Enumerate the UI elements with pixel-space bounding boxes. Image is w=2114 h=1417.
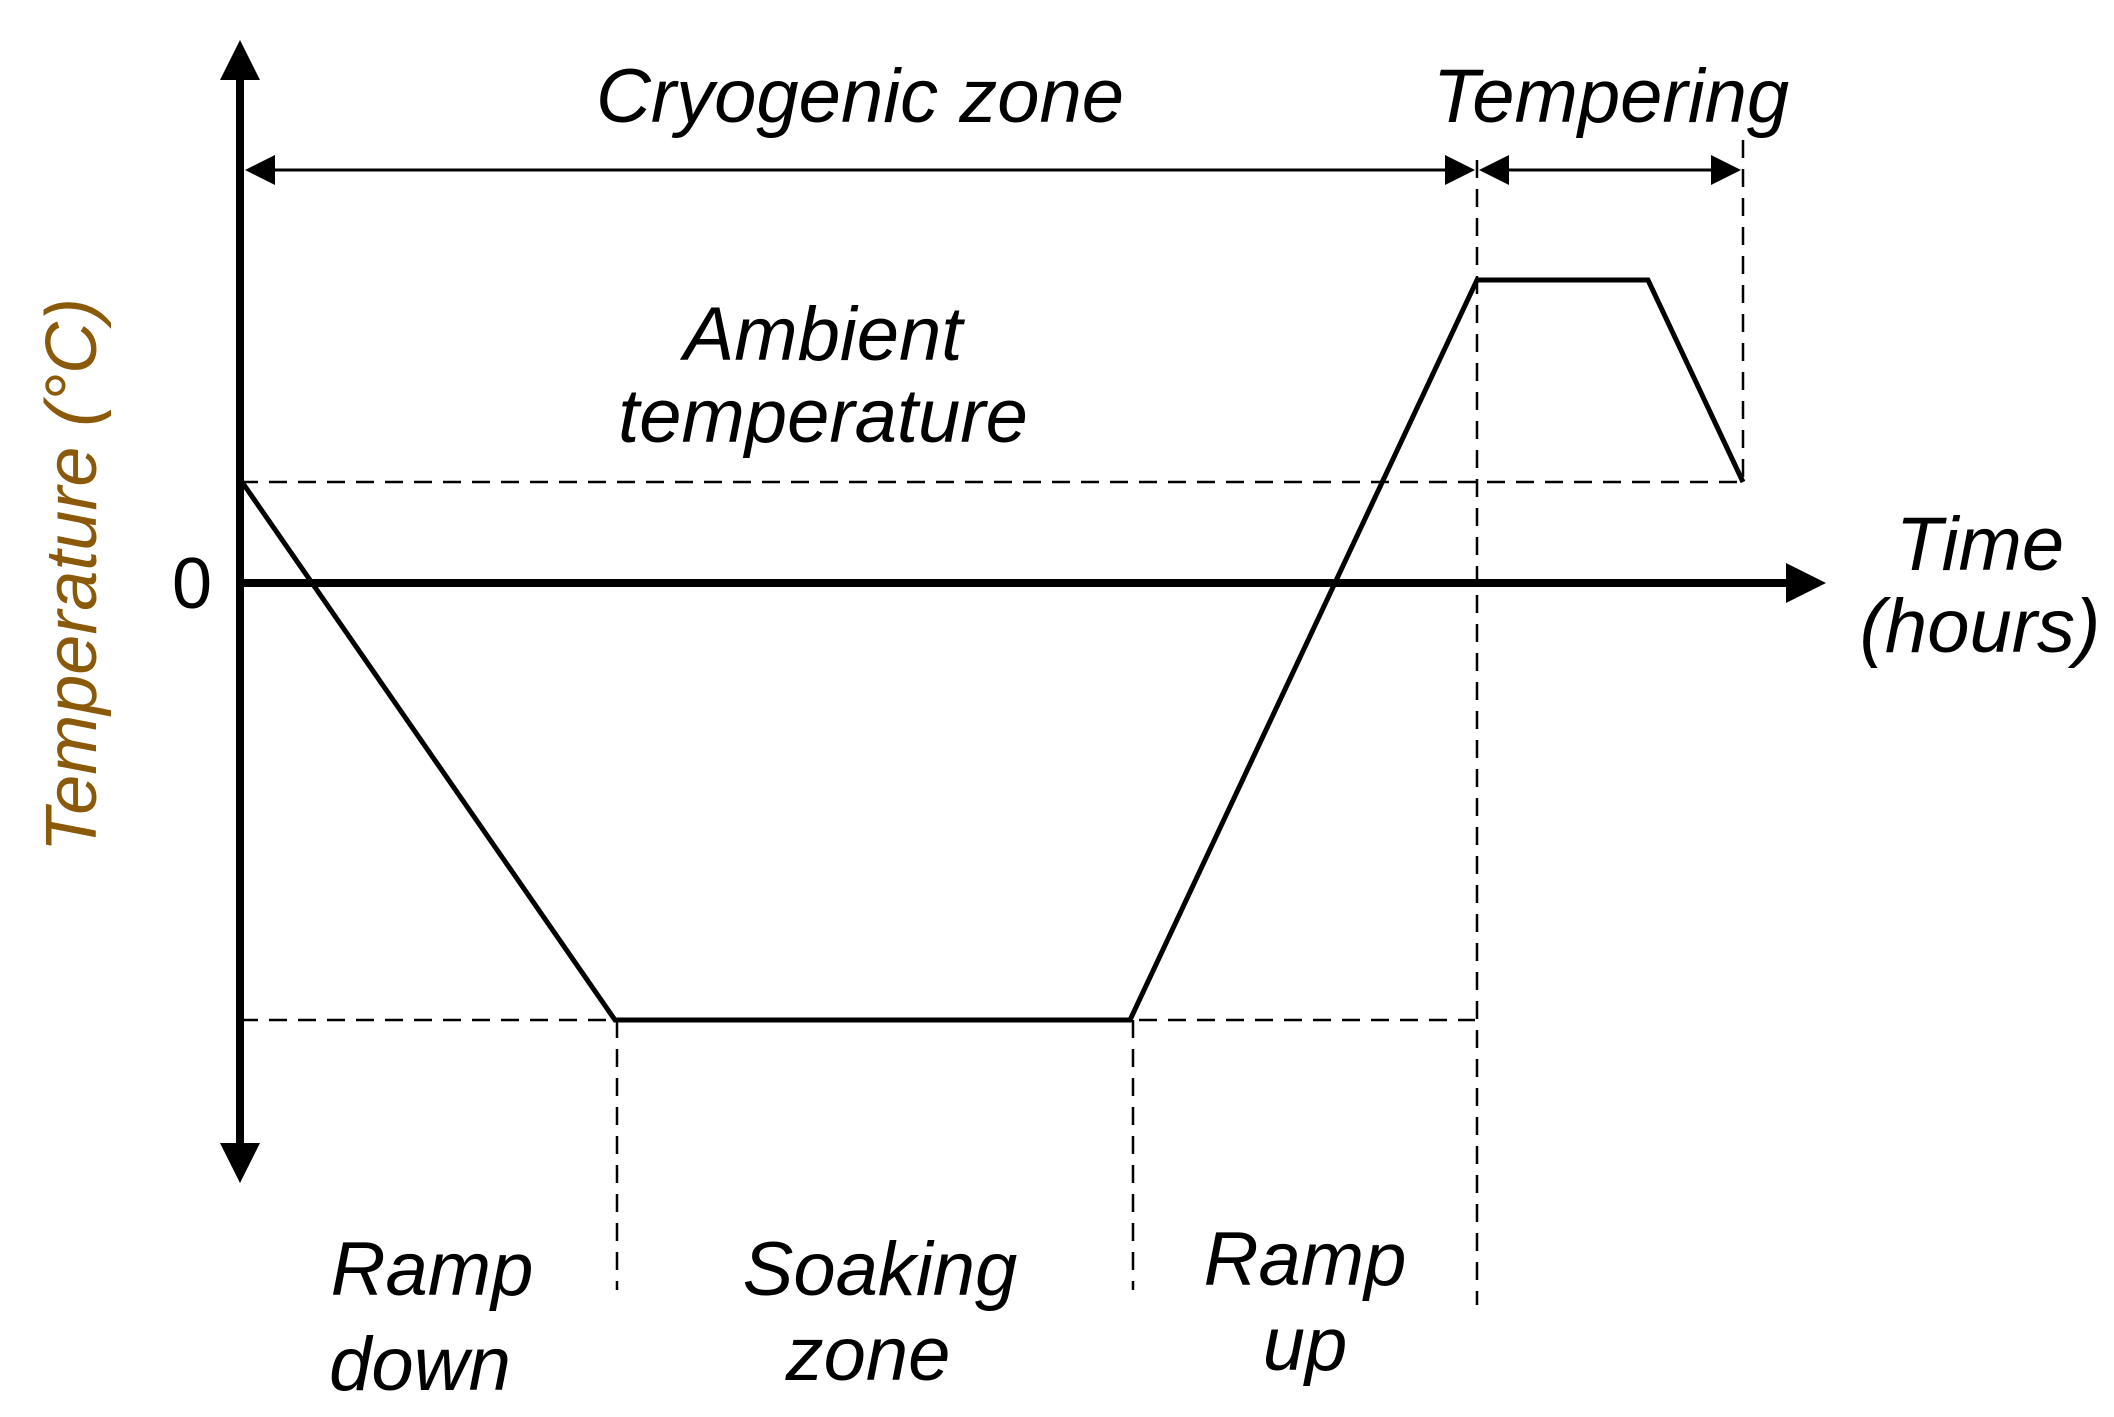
ramp-up-label-line1: Ramp	[1204, 1217, 1407, 1302]
y-axis-label: Temperature (°C)	[32, 298, 112, 852]
tempering-label: Tempering	[1433, 54, 1789, 139]
x-axis-label-line1: Time	[1896, 502, 2064, 587]
ramp-down-label-line2: down	[329, 1322, 511, 1407]
ramp-down-label-line1: Ramp	[331, 1227, 534, 1312]
soaking-zone-label-line2: zone	[785, 1312, 951, 1397]
ambient-label-line2: temperature	[618, 374, 1028, 459]
soaking-zone-label-line1: Soaking	[743, 1227, 1018, 1312]
x-axis-label-line2: (hours)	[1860, 584, 2101, 669]
cryogenic-zone-label: Cryogenic zone	[596, 54, 1124, 139]
ambient-label-line1: Ambient	[680, 292, 966, 377]
ramp-up-label-line2: up	[1263, 1302, 1348, 1387]
zero-tick-label: 0	[172, 544, 212, 624]
temperature-profile-line	[239, 277, 1746, 1023]
